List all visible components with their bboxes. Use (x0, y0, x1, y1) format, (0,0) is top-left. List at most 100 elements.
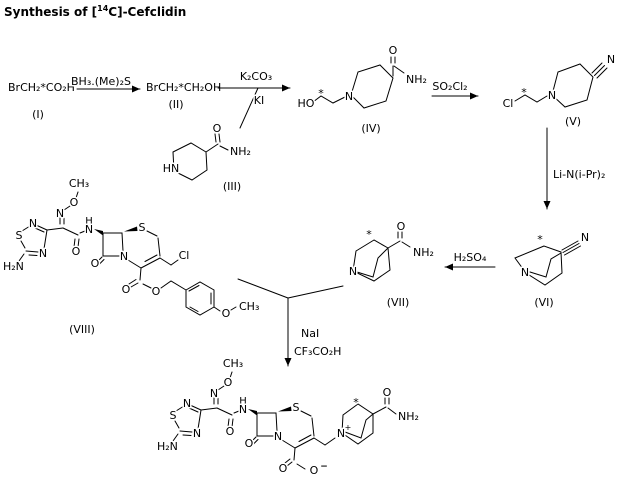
carbonyl-double-bond (384, 397, 390, 405)
carboxylate-double-bond (284, 458, 293, 467)
compound-ii-formula: BrCH₂*CH₂OH (146, 81, 221, 94)
c14-asterisk: * (537, 233, 543, 246)
ester-carbonyl-o-label: O (122, 283, 131, 296)
arrow-step2: K₂CO₃ KI (217, 69, 291, 129)
ester-c-o-bond (142, 283, 152, 289)
arrow-step1: BH₃.(Me)₂S (70, 74, 141, 93)
compound-vi-label: (VI) (534, 296, 553, 309)
nitrile-n-label: N (581, 231, 589, 244)
benzene-ring (185, 281, 215, 316)
compound-ii-label: (II) (168, 98, 183, 111)
carboxylate-o-label: O (279, 462, 288, 475)
ring-to-carbonyl-bond (387, 240, 401, 249)
thiazine-s-label: S (293, 401, 300, 414)
compound-vii-label: (VII) (387, 296, 410, 309)
amide-o-label: O (72, 245, 81, 258)
oxime-methyl-label: CH₃ (69, 177, 89, 190)
quinuclidine-bridge-bonds (529, 252, 562, 278)
ho-label: HO (298, 97, 315, 110)
ring-n-label: N (349, 265, 357, 278)
hydroxyethyl-chain-bonds (312, 95, 346, 104)
ring-n-label: N (345, 90, 353, 103)
carboxylate-o-bond (296, 463, 306, 470)
c-nh2-bond (393, 65, 405, 74)
compound-iv-structure: HO * N O NH₂ (IV) (296, 43, 428, 137)
lactam-n-label: N (274, 430, 282, 443)
amide-h-label: H (239, 396, 247, 407)
quinuclidinium-n-label: N (337, 427, 345, 440)
compound-vi-structure: * N N (VI) (514, 230, 591, 311)
minus-charge-label: − (320, 462, 328, 472)
cl-label: Cl (503, 97, 514, 110)
plus-charge-label: + (345, 423, 352, 432)
ch2-n-bond (324, 437, 336, 446)
thiadiazole-s-label: S (170, 409, 177, 422)
compound-i-label: (I) (32, 108, 44, 121)
amide-nh2-label: NH₂ (230, 145, 251, 158)
methoxy-o-label: O (222, 307, 231, 320)
compound-viii-structure: CH₃ O N N S N H₂N O H N S N O Cl O O O C… (2, 176, 261, 338)
page-title: Synthesis of [14C]-Cefclidin (4, 4, 186, 19)
amide-o-label: O (226, 425, 235, 438)
thiadiazole-n2-label: N (183, 397, 191, 410)
amide-n-label: N (85, 223, 93, 236)
oxime-o-label: O (224, 376, 233, 389)
lactam-o-label: O (91, 257, 100, 270)
carboxylate-o-minus-label: O (310, 464, 319, 477)
reagent-feed-line (239, 87, 259, 129)
c14-asterisk: * (521, 86, 527, 99)
amide-n-label: N (239, 403, 247, 416)
reagent-step6-bottom-label: CF₃CO₂H (294, 345, 341, 358)
carbonyl-double-bond (397, 231, 403, 239)
quinuclidine-ring (514, 245, 563, 286)
chloromethyl-cl-label: Cl (179, 249, 190, 262)
benzene-inner-double-bonds (188, 285, 212, 312)
ring-hn-label: HN (163, 162, 180, 175)
methoxy-ch3-label: CH₃ (239, 300, 259, 313)
c14-asterisk: * (353, 396, 359, 409)
reagent-step2-bottom-label: KI (254, 94, 264, 107)
thiadiazole-n4-label: N (39, 247, 47, 260)
arrow-step4: Li-N(i-Pr)₂ (543, 127, 607, 210)
ester-o-label: O (152, 285, 161, 298)
piperidine-ring (551, 63, 594, 108)
quinuclidine-bridge-bonds (356, 247, 389, 278)
carbonyl-double-bond (390, 56, 396, 64)
compound-i-formula: BrCH₂*CO₂H (8, 81, 75, 94)
amide-nh2-label: NH₂ (413, 246, 434, 259)
reagent-step4-label: Li-N(i-Pr)₂ (553, 168, 605, 181)
amide-nh2-label: NH₂ (398, 410, 419, 423)
thiadiazole-s-label: S (16, 229, 23, 242)
amide-h-label: H (85, 216, 93, 227)
lactam-o-label: O (245, 437, 254, 450)
compound-iv-label: (IV) (361, 122, 380, 135)
arrow-step3: SO₂Cl₂ (431, 79, 479, 100)
final-product-structure: CH₃ O N N S N H₂N O H N S N O O O − N + … (156, 356, 421, 479)
ester-o-benzyl-bonds (160, 280, 187, 291)
c14-asterisk: * (366, 228, 372, 241)
compound-iii-structure: O NH₂ HN (III) (161, 121, 252, 195)
thiazine-s-label: S (139, 221, 146, 234)
amide-nh2-label: NH₂ (406, 73, 427, 86)
ch2-cl-bond (170, 259, 179, 266)
c-nh2-bond (387, 407, 397, 415)
reagent-step5-label: H₂SO₄ (454, 251, 487, 264)
oxime-o-label: O (70, 196, 79, 209)
compound-iii-label: (III) (223, 180, 241, 193)
convergence-line-right (287, 285, 344, 299)
oxime-methyl-label: CH₃ (223, 357, 243, 370)
arrow-step6: NaI CF₃CO₂H (237, 278, 344, 367)
compound-v-label: (V) (565, 115, 581, 128)
convergence-line-left (237, 278, 289, 299)
carbonyl-o-label: O (389, 44, 398, 57)
amino-h2n-label: H₂N (157, 440, 178, 453)
thiadiazole-n2-label: N (29, 217, 37, 230)
ring-to-carbonyl-bond (372, 406, 387, 415)
reagent-step2-top-label: K₂CO₃ (240, 70, 272, 83)
ring-n-label: N (548, 89, 556, 102)
compound-viii-label: (VIII) (69, 323, 95, 336)
c14-asterisk: * (318, 87, 324, 100)
c-nh2-bond (219, 145, 229, 151)
